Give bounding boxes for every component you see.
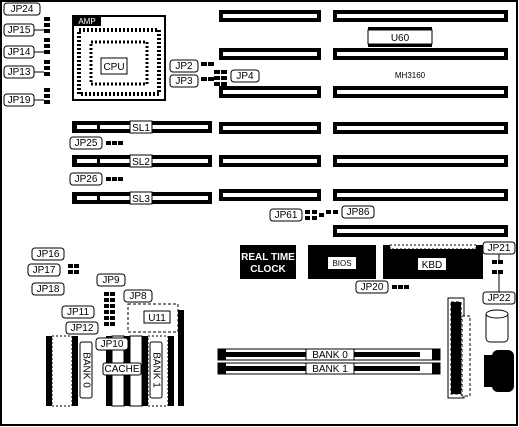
svg-text:JP19: JP19	[8, 95, 31, 106]
cpu-brand: AMP	[78, 17, 95, 26]
jumper-jp21-jp22: JP21 JP22	[482, 241, 516, 305]
chip-bios: BIOS	[308, 245, 376, 279]
battery	[485, 309, 509, 343]
svg-text:JP20: JP20	[361, 282, 384, 293]
svg-text:JP17: JP17	[33, 265, 56, 276]
jumper-group-jp16-jp18: JP16 JP17 JP18	[27, 247, 79, 296]
svg-text:JP24: JP24	[11, 4, 34, 15]
chip-real-time-clock: REAL TIME CLOCK	[240, 245, 296, 279]
svg-text:JP8: JP8	[129, 291, 147, 302]
jumper-jp20: JP20	[355, 280, 409, 294]
cpu-socket: AMP CPU	[72, 15, 166, 101]
sl-slots: SL1 SL2 SL3	[72, 120, 212, 205]
svg-text:JP86: JP86	[347, 207, 370, 218]
svg-text:SL1: SL1	[132, 123, 150, 134]
svg-text:U60: U60	[391, 33, 410, 44]
svg-text:JP11: JP11	[67, 307, 89, 318]
svg-text:BIOS: BIOS	[332, 259, 351, 268]
svg-text:JP12: JP12	[71, 323, 94, 334]
keyboard-connector	[484, 350, 514, 392]
svg-text:CLOCK: CLOCK	[250, 264, 286, 275]
chip-kbd: KBD	[383, 244, 483, 279]
svg-text:REAL TIME: REAL TIME	[241, 252, 295, 263]
chip-u11: U11	[148, 313, 166, 324]
svg-text:JP21: JP21	[488, 243, 511, 254]
jumper-jp61-jp86: JP61 JP86	[269, 205, 375, 222]
svg-text:JP3: JP3	[175, 76, 193, 87]
cache-bank1-label: BANK 1	[151, 352, 162, 388]
svg-text:KBD: KBD	[422, 260, 443, 271]
board-model: MH3160	[395, 71, 426, 80]
svg-text:JP25: JP25	[75, 138, 98, 149]
svg-text:JP18: JP18	[37, 284, 60, 295]
jumper-jp25-jp26: JP25 JP26	[69, 136, 123, 186]
dram-bank0-label: BANK 0	[312, 350, 348, 361]
svg-text:JP14: JP14	[8, 47, 31, 58]
svg-text:JP61: JP61	[275, 210, 298, 221]
svg-text:JP9: JP9	[102, 275, 120, 286]
svg-text:JP13: JP13	[8, 67, 31, 78]
svg-text:JP4: JP4	[236, 71, 254, 82]
cpu-label: CPU	[103, 62, 124, 73]
jumper-group-jp2-jp4: JP2 JP3 JP4	[169, 59, 260, 88]
chip-u60: U60	[367, 27, 433, 47]
svg-text:JP15: JP15	[8, 25, 31, 36]
svg-text:JP10: JP10	[101, 339, 124, 350]
cache-bank0-label: BANK 0	[81, 352, 92, 388]
power-connector	[447, 297, 471, 399]
svg-text:JP22: JP22	[488, 293, 511, 304]
cache-area: BANK 0 BANK 1 CACHE U11	[46, 303, 184, 407]
svg-text:SL2: SL2	[132, 157, 150, 168]
svg-text:SL3: SL3	[132, 194, 150, 205]
svg-text:JP2: JP2	[175, 61, 193, 72]
svg-text:JP26: JP26	[75, 174, 98, 185]
dram-bank1-label: BANK 1	[312, 364, 348, 375]
jumper-group-left: JP24 JP15 JP14 JP13 JP19	[3, 2, 50, 107]
jumper-group-cache: JP9 JP8 JP11 JP10 JP12	[61, 273, 153, 351]
dram-banks: BANK 0 BANK 1	[217, 348, 441, 375]
cache-label: CACHE	[104, 364, 139, 375]
svg-text:JP16: JP16	[37, 249, 60, 260]
